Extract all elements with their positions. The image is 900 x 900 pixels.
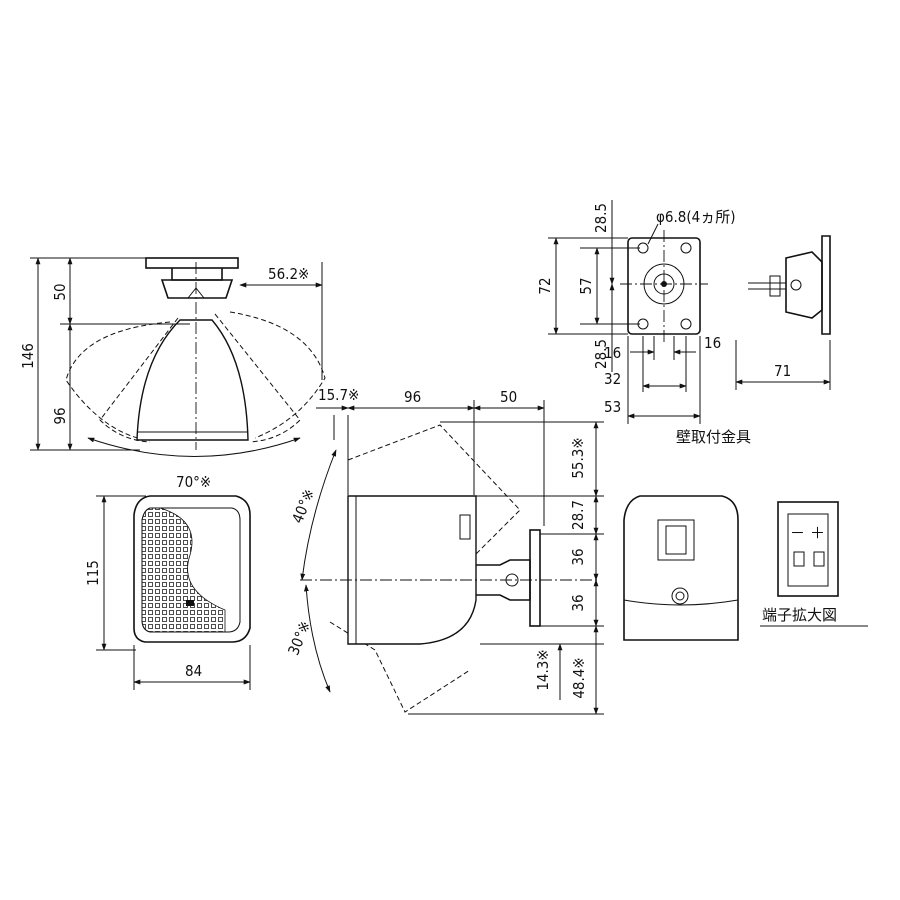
wall-plate: [145, 257, 239, 269]
dim-146-label: 146: [19, 343, 37, 369]
dim-16-right-label: 16: [704, 334, 721, 352]
speaker-body-side: [347, 495, 477, 645]
dim-14-3-label: 14.3※: [534, 649, 552, 690]
bracket-side-profile: 71: [735, 235, 831, 390]
dim-96-label: 96: [51, 407, 69, 424]
mount-hole-br: [680, 318, 692, 330]
terminal-minus-slot: [793, 551, 805, 567]
dim-96-side-label: 96: [404, 388, 421, 406]
dim-55-3-label: 55.3※: [569, 437, 587, 478]
angle-30-label: 30°※: [284, 618, 314, 657]
mount-socket-inner: [675, 591, 685, 601]
terminal-minus-sign: －: [790, 524, 805, 542]
dim-15-7-label: 15.7※: [318, 386, 359, 404]
side-view: 15.7※ 96 50 55.3※ 28.7 36 36 14.3※ 48.4※…: [284, 386, 604, 715]
terminal-inner: [665, 525, 687, 555]
wall-bracket-view: φ6.8(4ヵ所) 28.5 72 57 28.5 16 16 32 53 壁取…: [536, 200, 831, 446]
right-swing-outline: [229, 311, 326, 439]
dim-53-label: 53: [604, 398, 621, 416]
dim-72-label: 72: [536, 277, 554, 294]
dim-28-5-top-label: 28.5: [592, 203, 610, 233]
mount-hole-tr: [680, 242, 692, 254]
bracket-side-pivot: [790, 279, 802, 291]
mount-socket-outer: [671, 587, 689, 605]
side-wall-plate: [529, 529, 541, 627]
rear-body-outline: [623, 495, 739, 641]
dim-84-label: 84: [185, 662, 202, 680]
terminal-caption: 端子拡大図: [762, 606, 837, 624]
dim-32-label: 32: [604, 370, 621, 388]
dim-48-4-label: 48.4※: [570, 657, 588, 698]
rear-tab: [459, 514, 471, 540]
hole-note: φ6.8(4ヵ所): [656, 208, 735, 226]
swing-angle-arc: [87, 437, 301, 457]
angle-40-arc: [300, 449, 337, 581]
dim-56-2-label: 56.2※: [268, 265, 309, 283]
dim-57-label: 57: [577, 277, 595, 294]
rear-curve-line: [623, 599, 739, 606]
face-view: 115 84: [84, 495, 251, 690]
bracket-side-body: [785, 251, 823, 319]
rear-view: [623, 495, 739, 641]
bracket-caption: 壁取付金具: [676, 428, 751, 446]
dim-28-7-label: 28.7: [569, 500, 587, 530]
terminal-detail-view: － ＋ 端子拡大図: [760, 501, 868, 627]
dim-36a-label: 36: [569, 548, 587, 565]
dim-50-label: 50: [51, 283, 69, 300]
brand-logo: [186, 600, 194, 606]
front-view: 146 50 96 56.2※ 70°※: [19, 257, 326, 491]
angle-30-arc: [303, 584, 331, 693]
dim-36b-label: 36: [569, 594, 587, 611]
hole-leader: [647, 223, 659, 245]
terminal-detail-inner: [787, 513, 829, 587]
dim-28-5-bottom-label: 28.5: [592, 339, 610, 369]
tilt-up-outline: [347, 424, 521, 561]
bracket-block: [171, 268, 223, 281]
speaker-face-outline: [133, 495, 251, 643]
terminal-plus-slot: [813, 551, 825, 567]
terminal-block: [657, 519, 695, 561]
dim-115-label: 115: [84, 560, 102, 586]
bracket-side-plate: [821, 235, 831, 335]
dim-50-side-label: 50: [500, 388, 517, 406]
bracket-nut: [160, 279, 234, 299]
terminal-detail-frame: [777, 501, 839, 597]
dim-70-angle-label: 70°※: [176, 473, 211, 491]
grille-mesh: [141, 507, 226, 633]
speaker-body-front: [136, 319, 249, 441]
dim-16-left-label: 16: [604, 344, 621, 362]
bracket-side-nut: [769, 275, 781, 297]
dim-71-label: 71: [774, 362, 791, 380]
angle-40-label: 40°※: [288, 486, 318, 525]
terminal-plus-sign: ＋: [810, 524, 825, 542]
